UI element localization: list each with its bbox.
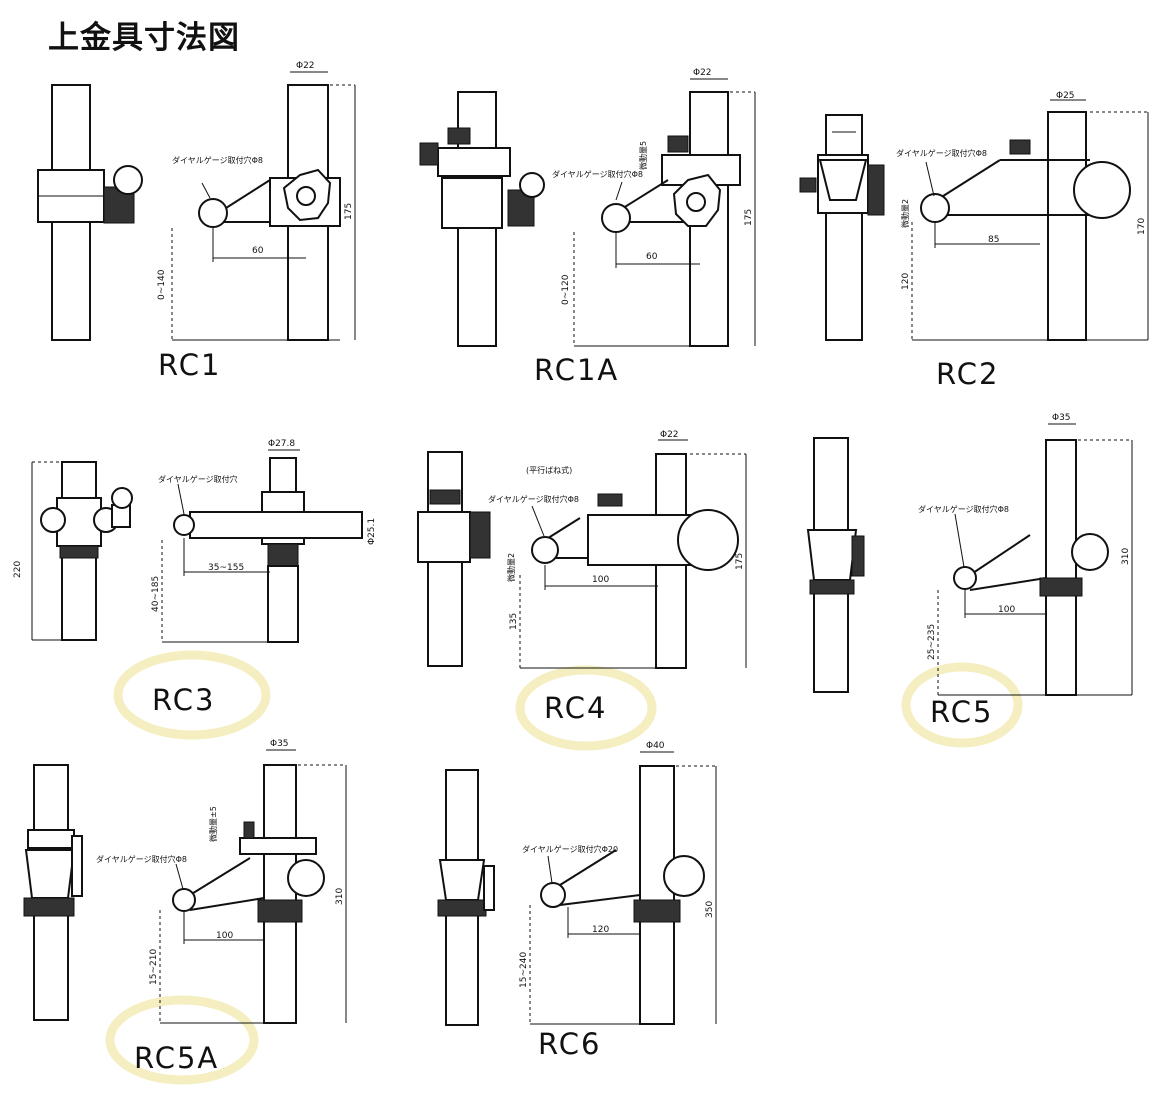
rc4-model-label: RC4 <box>544 691 607 725</box>
rc4-side-view <box>417 451 491 667</box>
rc5a-side-view <box>23 764 83 1021</box>
rc5a-fine-adjust-note: 微動量±5 <box>208 806 218 842</box>
panel-rc1: Φ22 ダイヤルゲージ取付穴Φ8 60 0~140 175 RC1 <box>37 61 356 382</box>
rc1-mount-hole-note: ダイヤルゲージ取付穴Φ8 <box>172 155 263 165</box>
rc2-model-label: RC2 <box>936 357 999 391</box>
rc6-front-view: Φ40 ダイヤルゲージ取付穴Φ20 120 15~240 350 <box>519 741 717 1025</box>
rc6-diameter: Φ40 <box>646 741 665 751</box>
rc1a-model-label: RC1A <box>534 353 619 387</box>
rc6-mount-hole-note: ダイヤルゲージ取付穴Φ20 <box>522 844 618 854</box>
rc1a-front-view: Φ22 ダイヤルゲージ取付穴Φ8 微動量5 60 0~120 175 <box>552 68 756 347</box>
rc3-diameter-2: Φ25.1 <box>367 518 377 545</box>
panel-rc6: Φ40 ダイヤルゲージ取付穴Φ20 120 15~240 350 RC6 <box>437 741 717 1061</box>
rc1-side-view <box>37 84 143 341</box>
rc2-fine-adjust-note: 微動量2 <box>900 199 910 228</box>
rc3-diameter: Φ27.8 <box>268 439 295 449</box>
rc1-model-label: RC1 <box>158 348 221 382</box>
rc1-dim-total: 175 <box>344 203 354 220</box>
rc4-mount-hole-note: ダイヤルゲージ取付穴Φ8 <box>488 494 579 504</box>
rc4-front-view: Φ22 (平行ばね式) ダイヤルゲージ取付穴Φ8 微動量2 100 135 17… <box>488 430 747 669</box>
panel-rc5: Φ35 ダイヤルゲージ取付穴Φ8 100 25~235 310 RC5 <box>806 413 1133 748</box>
rc4-dim-total: 175 <box>735 553 745 570</box>
rc2-side-view <box>799 114 885 341</box>
rc3-mount-hole-note: ダイヤルゲージ取付穴 <box>158 474 238 484</box>
rc6-side-view <box>437 769 495 1026</box>
panel-rc3: Φ27.8 Φ25.1 ダイヤルゲージ取付穴 35~155 40~185 220… <box>13 439 377 740</box>
rc2-mount-hole-note: ダイヤルゲージ取付穴Φ8 <box>896 148 987 158</box>
rc5a-front-view: Φ35 ダイヤルゲージ取付穴Φ8 微動量±5 100 15~210 310 <box>96 739 347 1024</box>
rc5a-dim-total: 310 <box>335 888 345 905</box>
rc1a-diameter: Φ22 <box>693 68 712 78</box>
rc5a-highlight-circle <box>105 995 259 1085</box>
rc3-side-view <box>31 461 133 641</box>
rc1a-side-view <box>419 91 545 347</box>
rc4-diameter: Φ22 <box>660 430 679 440</box>
rc6-dim-vertical: 15~240 <box>519 952 529 988</box>
page-title: 上金具寸法図 <box>48 20 240 56</box>
rc5-diameter: Φ35 <box>1052 413 1071 423</box>
rc6-dim-total: 350 <box>705 901 715 918</box>
rc1a-mount-hole-note: ダイヤルゲージ取付穴Φ8 <box>552 169 643 179</box>
rc4-fine-adjust-note: 微動量2 <box>506 553 516 582</box>
rc5a-dim-horizontal: 100 <box>216 931 233 941</box>
rc5a-diameter: Φ35 <box>270 739 289 749</box>
rc5-highlight-circle <box>901 662 1023 748</box>
rc1a-dim-horizontal: 60 <box>646 252 658 262</box>
rc5-side-view <box>806 437 865 693</box>
rc1-front-view: Φ22 ダイヤルゲージ取付穴Φ8 60 0~140 175 <box>157 61 356 341</box>
rc4-highlight-circle <box>515 665 657 751</box>
panel-rc5a: Φ35 ダイヤルゲージ取付穴Φ8 微動量±5 100 15~210 310 RC… <box>23 739 347 1085</box>
rc1a-dim-total: 175 <box>744 209 754 226</box>
rc1a-fine-adjust-note: 微動量5 <box>638 141 648 170</box>
panel-rc2: Φ25 ダイヤルゲージ取付穴Φ8 微動量2 85 120 170 RC2 <box>799 91 1149 391</box>
rc5-dim-total: 310 <box>1121 548 1131 565</box>
rc1-diameter: Φ22 <box>296 61 315 71</box>
rc5-model-label: RC5 <box>930 695 993 729</box>
rc5-front-view: Φ35 ダイヤルゲージ取付穴Φ8 100 25~235 310 <box>918 413 1133 696</box>
rc1a-dim-vertical: 0~120 <box>561 274 571 305</box>
rc3-front-view: Φ27.8 Φ25.1 ダイヤルゲージ取付穴 35~155 40~185 220 <box>13 439 377 643</box>
rc3-model-label: RC3 <box>152 683 215 717</box>
rc5-mount-hole-note: ダイヤルゲージ取付穴Φ8 <box>918 504 1009 514</box>
rc5-dim-horizontal: 100 <box>998 605 1015 615</box>
rc6-dim-horizontal: 120 <box>592 925 609 935</box>
rc3-dim-total: 220 <box>13 561 23 578</box>
panel-rc4: Φ22 (平行ばね式) ダイヤルゲージ取付穴Φ8 微動量2 100 135 17… <box>417 430 747 751</box>
rc3-dim-horizontal: 35~155 <box>208 563 244 573</box>
panel-rc1a: Φ22 ダイヤルゲージ取付穴Φ8 微動量5 60 0~120 175 RC1A <box>419 68 756 387</box>
rc2-front-view: Φ25 ダイヤルゲージ取付穴Φ8 微動量2 85 120 170 <box>896 91 1149 341</box>
rc5a-model-label: RC5A <box>134 1041 219 1075</box>
rc4-dim-vertical: 135 <box>509 613 519 630</box>
rc2-dim-horizontal: 85 <box>988 235 999 245</box>
rc6-model-label: RC6 <box>538 1027 601 1061</box>
rc5-dim-vertical: 25~235 <box>927 624 937 660</box>
rc4-spring-type-note: (平行ばね式) <box>526 465 572 475</box>
rc3-highlight-circle <box>113 650 271 740</box>
rc2-dim-total: 170 <box>1137 218 1147 235</box>
rc1-dim-vertical: 0~140 <box>157 269 167 300</box>
rc2-dim-vertical: 120 <box>901 273 911 290</box>
rc5a-dim-vertical: 15~210 <box>149 949 159 985</box>
rc4-dim-horizontal: 100 <box>592 575 609 585</box>
rc1-dim-horizontal: 60 <box>252 246 264 256</box>
rc3-dim-vertical: 40~185 <box>151 576 161 612</box>
rc2-diameter: Φ25 <box>1056 91 1075 101</box>
rc5a-mount-hole-note: ダイヤルゲージ取付穴Φ8 <box>96 854 187 864</box>
